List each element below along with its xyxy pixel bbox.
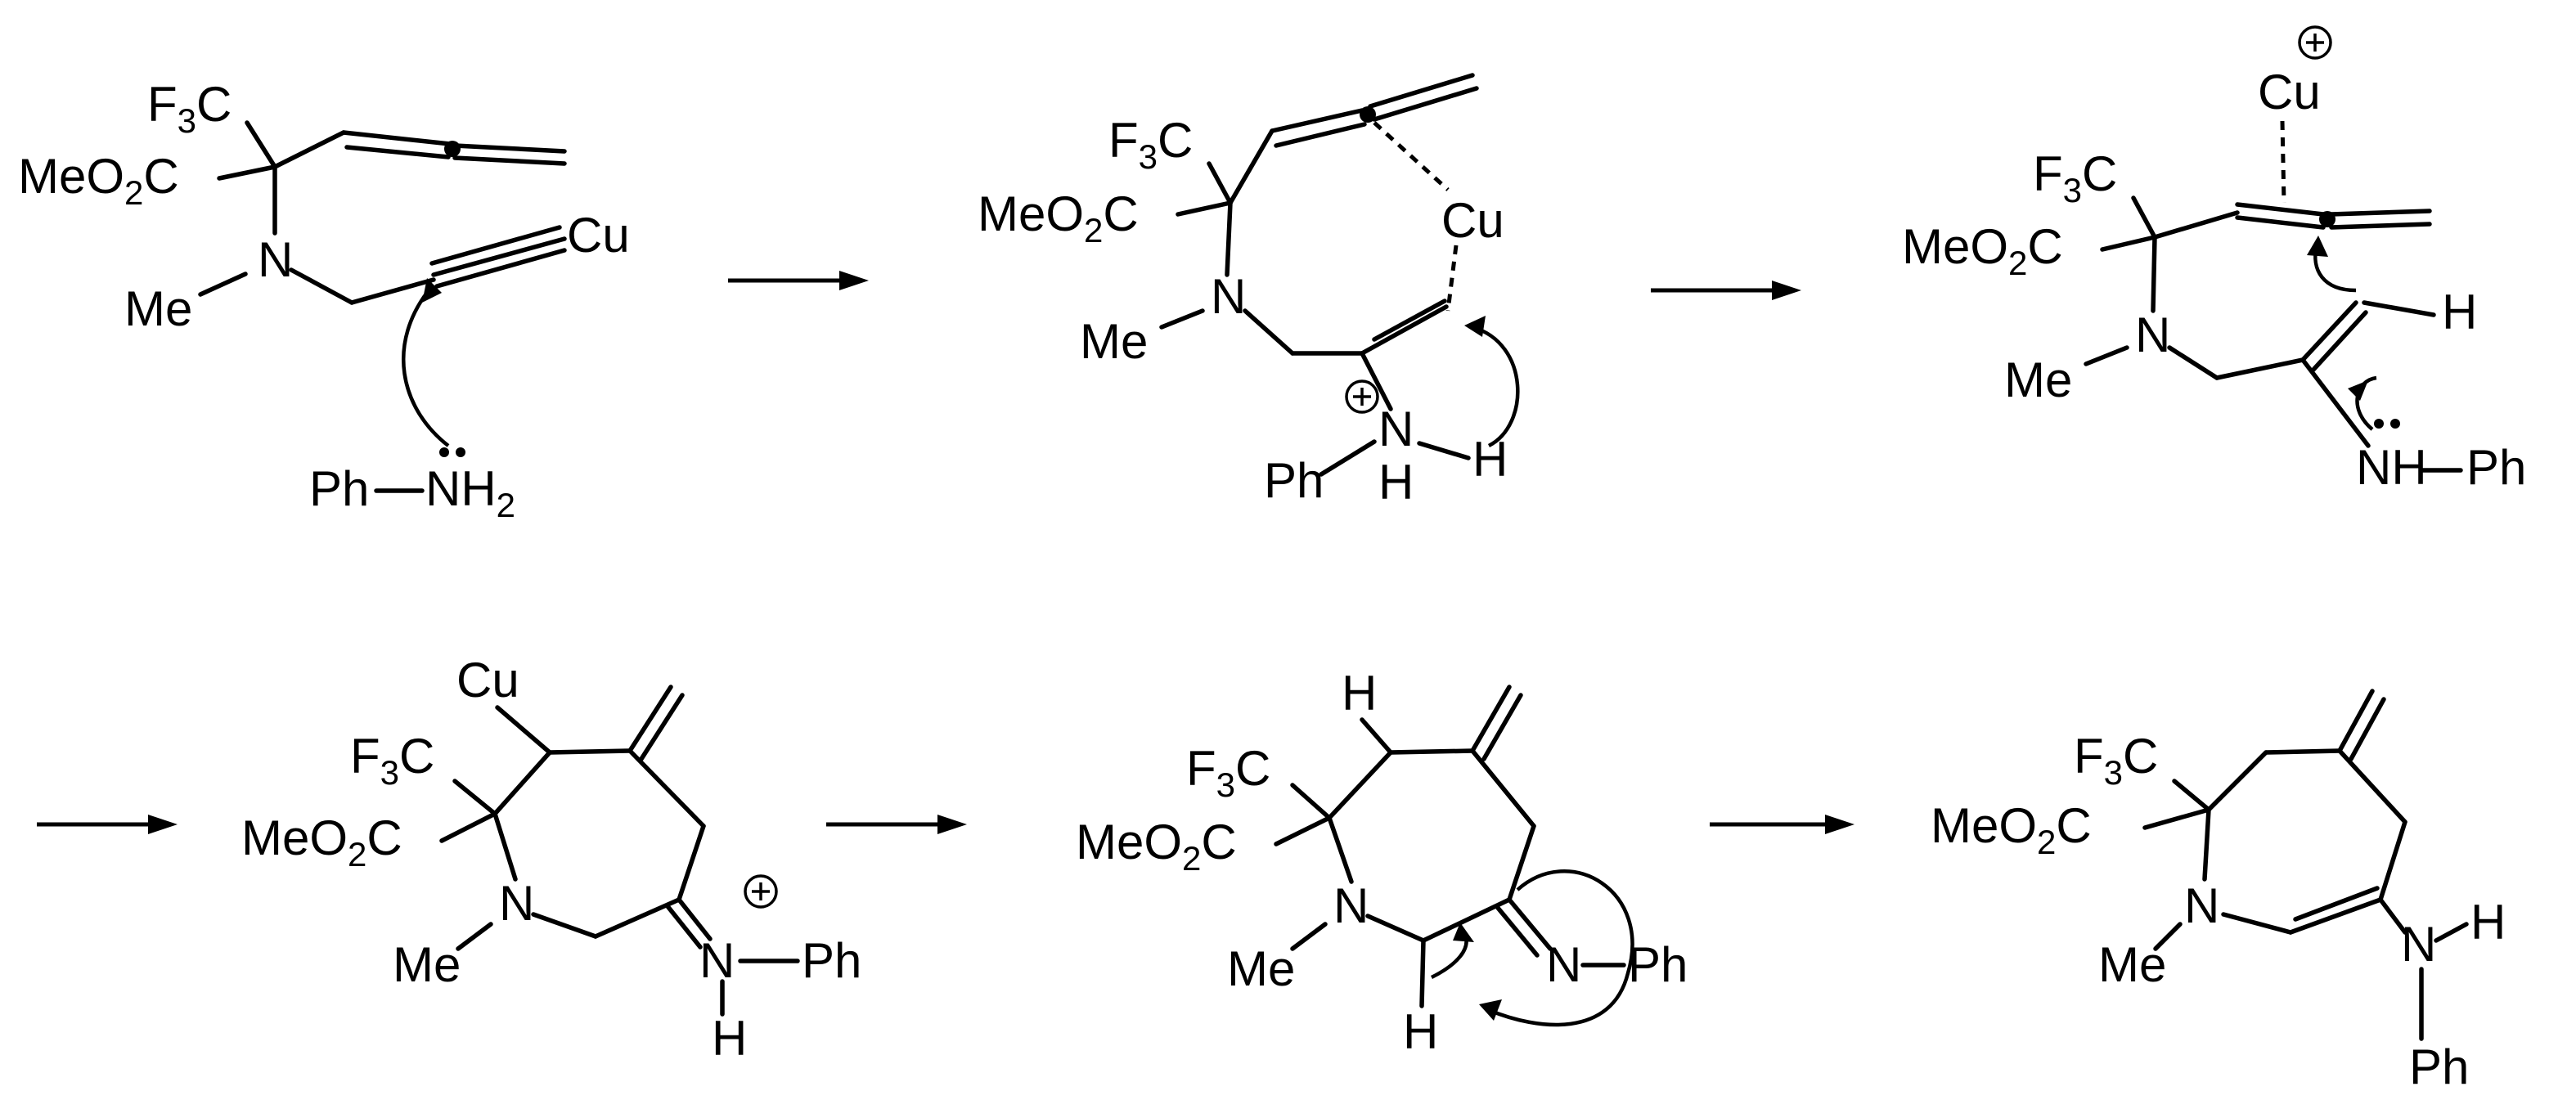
structure-4-azepine-iminium: Cu F3C MeO2C N Me N Ph H (241, 653, 861, 1066)
svg-text:Cu: Cu (2258, 65, 2321, 119)
svg-text:Ph: Ph (2409, 1039, 2469, 1094)
svg-text:MeO2C: MeO2C (1902, 219, 2063, 282)
svg-text:Ph: Ph (802, 933, 861, 988)
svg-text:Cu: Cu (456, 653, 519, 707)
svg-text:MeO2C: MeO2C (241, 810, 402, 873)
svg-text:N: N (1333, 878, 1369, 933)
svg-text:MeO2C: MeO2C (978, 186, 1139, 249)
svg-text:F3C: F3C (2074, 729, 2158, 792)
structure-6-product-azepine: F3C MeO2C N Me N H Ph (1931, 689, 2506, 1094)
svg-text:MeO2C: MeO2C (1931, 798, 2092, 861)
svg-text:Ph: Ph (309, 461, 369, 516)
svg-text:N: N (2135, 308, 2170, 362)
svg-text:Cu: Cu (567, 208, 630, 263)
svg-text:N: N (1378, 402, 1414, 456)
svg-text:Me: Me (1080, 314, 1148, 369)
reaction-arrow-4 (826, 815, 967, 834)
svg-text:H: H (1378, 455, 1414, 510)
reaction-arrow-2 (1651, 281, 1801, 300)
svg-text:N: N (1546, 937, 1581, 992)
reaction-arrow-5 (1710, 815, 1854, 834)
svg-text:MeO2C: MeO2C (18, 149, 179, 212)
svg-text:NH2: NH2 (425, 461, 515, 524)
svg-text:Me: Me (2004, 352, 2072, 407)
structure-1-copper-acetylide: F3C MeO2C N Me Cu Ph NH2 (18, 77, 630, 524)
svg-text:MeO2C: MeO2C (1076, 815, 1237, 878)
svg-text:F3C: F3C (1186, 741, 1270, 804)
svg-text:N: N (699, 933, 735, 988)
svg-text:Cu: Cu (1441, 193, 1504, 248)
svg-text:H: H (2442, 285, 2477, 339)
svg-text:Me: Me (124, 281, 192, 336)
svg-text:H: H (1342, 666, 1377, 721)
svg-text:H: H (1403, 1004, 1438, 1059)
svg-text:Ph: Ph (1628, 937, 1688, 992)
svg-text:Me: Me (1227, 941, 1295, 996)
svg-text:N: N (1211, 269, 1246, 324)
svg-text:H: H (712, 1011, 747, 1066)
svg-text:N: N (258, 232, 293, 287)
reaction-arrow-3 (37, 815, 178, 834)
svg-text:N: N (2184, 878, 2219, 933)
svg-text:F3C: F3C (1108, 113, 1193, 176)
structure-5-azepine-imine: H F3C MeO2C N Me N Ph H (1076, 666, 1688, 1059)
svg-text:Me: Me (393, 937, 461, 992)
svg-text:Ph: Ph (2466, 440, 2526, 495)
svg-text:H: H (2470, 895, 2506, 950)
svg-text:N: N (499, 876, 534, 931)
svg-text:N: N (2401, 917, 2436, 972)
svg-text:Ph: Ph (1264, 453, 1324, 508)
structure-3-enamine: F3C MeO2C N Me Cu H NH Ph (1902, 25, 2526, 495)
svg-text:F3C: F3C (2033, 146, 2117, 209)
svg-text:F3C: F3C (350, 729, 434, 792)
svg-text:F3C: F3C (147, 77, 232, 140)
structure-2-copper-complex: F3C MeO2C N Me Cu N H H Ph (978, 73, 1520, 510)
svg-text:NH: NH (2356, 440, 2427, 495)
svg-text:H: H (1472, 432, 1508, 487)
reaction-arrow-1 (728, 271, 869, 290)
